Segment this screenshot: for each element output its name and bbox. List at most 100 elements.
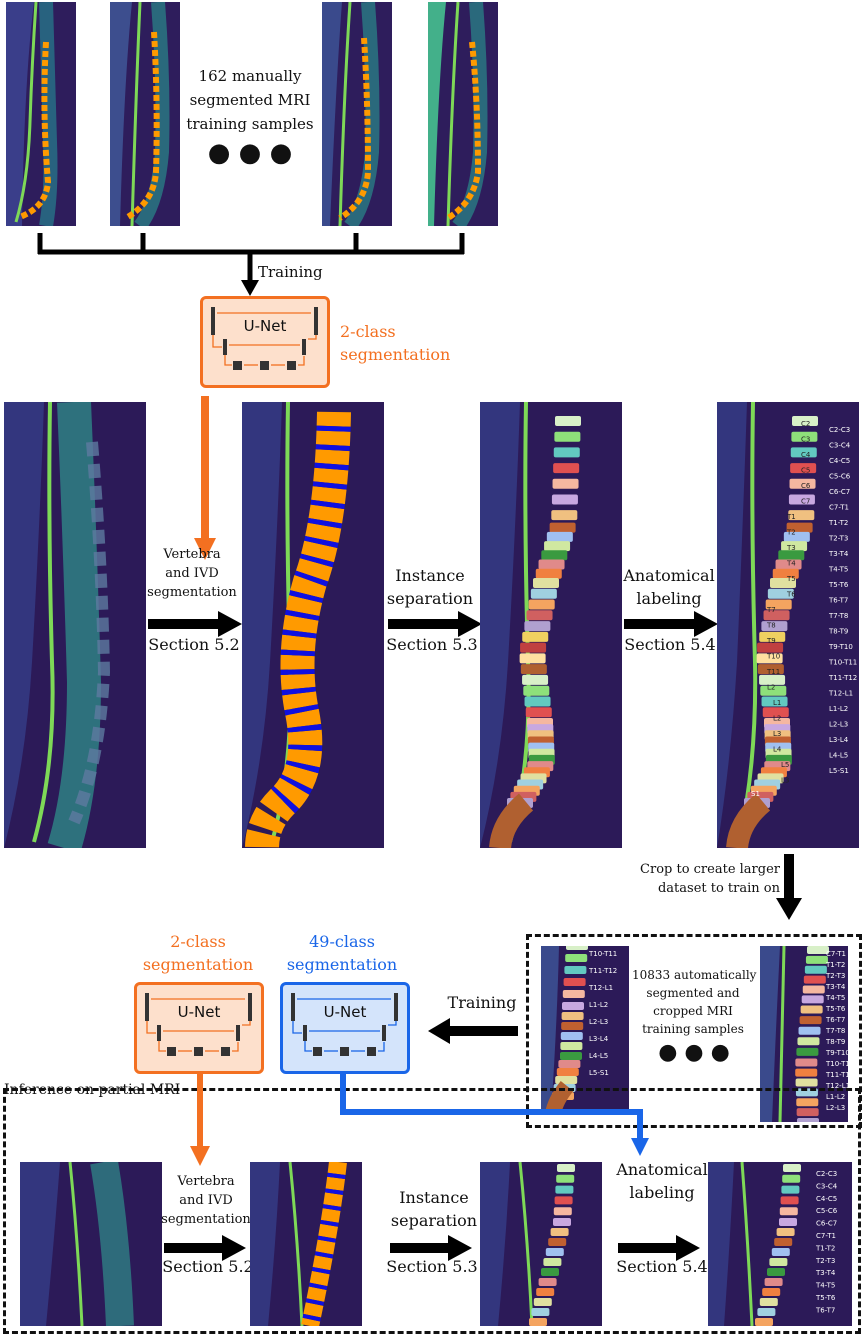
segment-block [761, 621, 788, 632]
disc-label: C4-C5 [829, 457, 850, 465]
vertebra-label: L2 [773, 715, 781, 723]
segment-block [795, 1068, 818, 1077]
segment-block [531, 1308, 550, 1316]
unet-diagram-icon [291, 993, 398, 1056]
partial-disc-label: T1-T2 [815, 1244, 835, 1252]
disc-label: C5-C6 [829, 473, 851, 481]
inf-arrow-inst [390, 1235, 472, 1261]
auto-caption: 10833 automatically segmented and croppe… [632, 966, 756, 1038]
segment-block [796, 1047, 819, 1056]
segment-block [557, 1164, 575, 1172]
partial-disc-label: T6-T7 [815, 1306, 835, 1314]
disc-label: T2-T3 [828, 535, 848, 543]
s1-label: S1 [751, 790, 760, 798]
segment-block [548, 1238, 567, 1246]
segment-block [798, 1026, 821, 1035]
segment-block [779, 1218, 797, 1226]
segment-block [546, 531, 573, 542]
segment-block [795, 1078, 818, 1087]
segment-block [562, 990, 585, 998]
segment-block [555, 416, 581, 426]
partial-disc-label: C3-C4 [816, 1182, 838, 1190]
segment-block [541, 550, 568, 561]
vertebra-label: T5 [786, 575, 796, 583]
inf-seg-label: Vertebra and IVD segmentation [156, 1172, 256, 1229]
segment-block [552, 478, 579, 489]
vertebra-label: T8 [766, 622, 776, 630]
blue-arrow-inference [340, 1074, 649, 1156]
segment-block [788, 494, 815, 505]
inf-anat-line2: labeling [629, 1183, 695, 1202]
crop2-label: T6-T7 [825, 1016, 845, 1024]
labeled-texts: C2-C3C3-C4C4-C5C5-C6C6-C7C7-T1T1-T2T2-T3… [751, 420, 857, 798]
unet-diagram-icon [145, 993, 252, 1056]
crop-caption-line1: Crop to create larger [640, 862, 780, 877]
segment-block [528, 599, 555, 610]
segment-block [544, 541, 571, 552]
crop-caption: Crop to create larger dataset to train o… [620, 860, 780, 898]
unet-diagram-icon [211, 307, 318, 370]
segment-block [553, 447, 580, 458]
segment-block [755, 1318, 773, 1326]
crop1-texts: T10-T11T11-T12T12-L1L1-L2L2-L3L3-L4L4-L5… [588, 950, 617, 1077]
training-sample-4 [428, 2, 498, 226]
segment-block [524, 621, 551, 632]
segment-block [553, 463, 580, 474]
auto-ellipsis: ● ● ● [658, 1040, 730, 1065]
segment-block [556, 1174, 575, 1183]
vertebra-label: T3 [786, 544, 796, 552]
segment-block [560, 1042, 583, 1050]
inf-arrow-anat [618, 1235, 700, 1261]
segment-block [563, 978, 586, 986]
segment-block [762, 707, 789, 718]
crop2-label: C7-T1 [826, 950, 846, 958]
segment-block [770, 578, 796, 588]
segment-block [556, 1068, 579, 1076]
segment-block [560, 1032, 583, 1040]
segment-block [769, 1258, 788, 1266]
two-class-b-line2: segmentation [142, 955, 254, 974]
crop1-label: L2-L3 [589, 1018, 608, 1026]
disc-label: T6-T7 [828, 597, 848, 605]
segment-block [804, 965, 827, 974]
segment-block [757, 664, 784, 675]
segment-block [760, 685, 787, 696]
vertebra-label: T2 [786, 529, 796, 537]
segment-block [526, 610, 553, 621]
segment-block [561, 1022, 584, 1030]
disc-label: C2-C3 [829, 426, 850, 434]
vertebra-label: T11 [766, 668, 780, 676]
two-class-b-line1: 2-class [170, 932, 226, 951]
partial-disc-label: T2-T3 [815, 1257, 835, 1265]
segment-block [529, 1318, 547, 1326]
segment-block [533, 1298, 552, 1306]
segment-block [797, 1118, 819, 1122]
crop1-label: L4-L5 [589, 1052, 608, 1060]
segment-block [541, 1268, 559, 1276]
vertebra-label: L3 [773, 730, 781, 738]
segment-block [789, 478, 816, 489]
two-class-label-top: 2-class segmentation [340, 320, 450, 366]
crop2-label: T12-L1 [825, 1082, 848, 1090]
cropped-dataset-box [526, 934, 862, 1128]
crop1-label: T11-T12 [588, 967, 617, 975]
segment-block [759, 674, 786, 685]
vertebra-label: T4 [786, 560, 796, 568]
auto-caption-line3: cropped MRI [653, 1004, 733, 1018]
vertebra-label: L5 [781, 761, 789, 769]
segment-block [562, 1002, 584, 1010]
disc-label: C7-T1 [829, 504, 849, 512]
partial-disc-label: C6-C7 [816, 1220, 837, 1228]
segment-block [560, 1052, 582, 1060]
segment-block [530, 588, 557, 599]
step-inst-line1: Instance [395, 566, 465, 585]
disc-label: C3-C4 [829, 442, 851, 450]
crop1-label: L3-L4 [589, 1035, 609, 1043]
segment-block [807, 946, 829, 954]
disc-label: T7-T8 [828, 612, 848, 620]
inf-anat-label: Anatomical labeling [612, 1158, 712, 1204]
segment-block [796, 1098, 819, 1107]
arrow-inst [388, 611, 482, 637]
